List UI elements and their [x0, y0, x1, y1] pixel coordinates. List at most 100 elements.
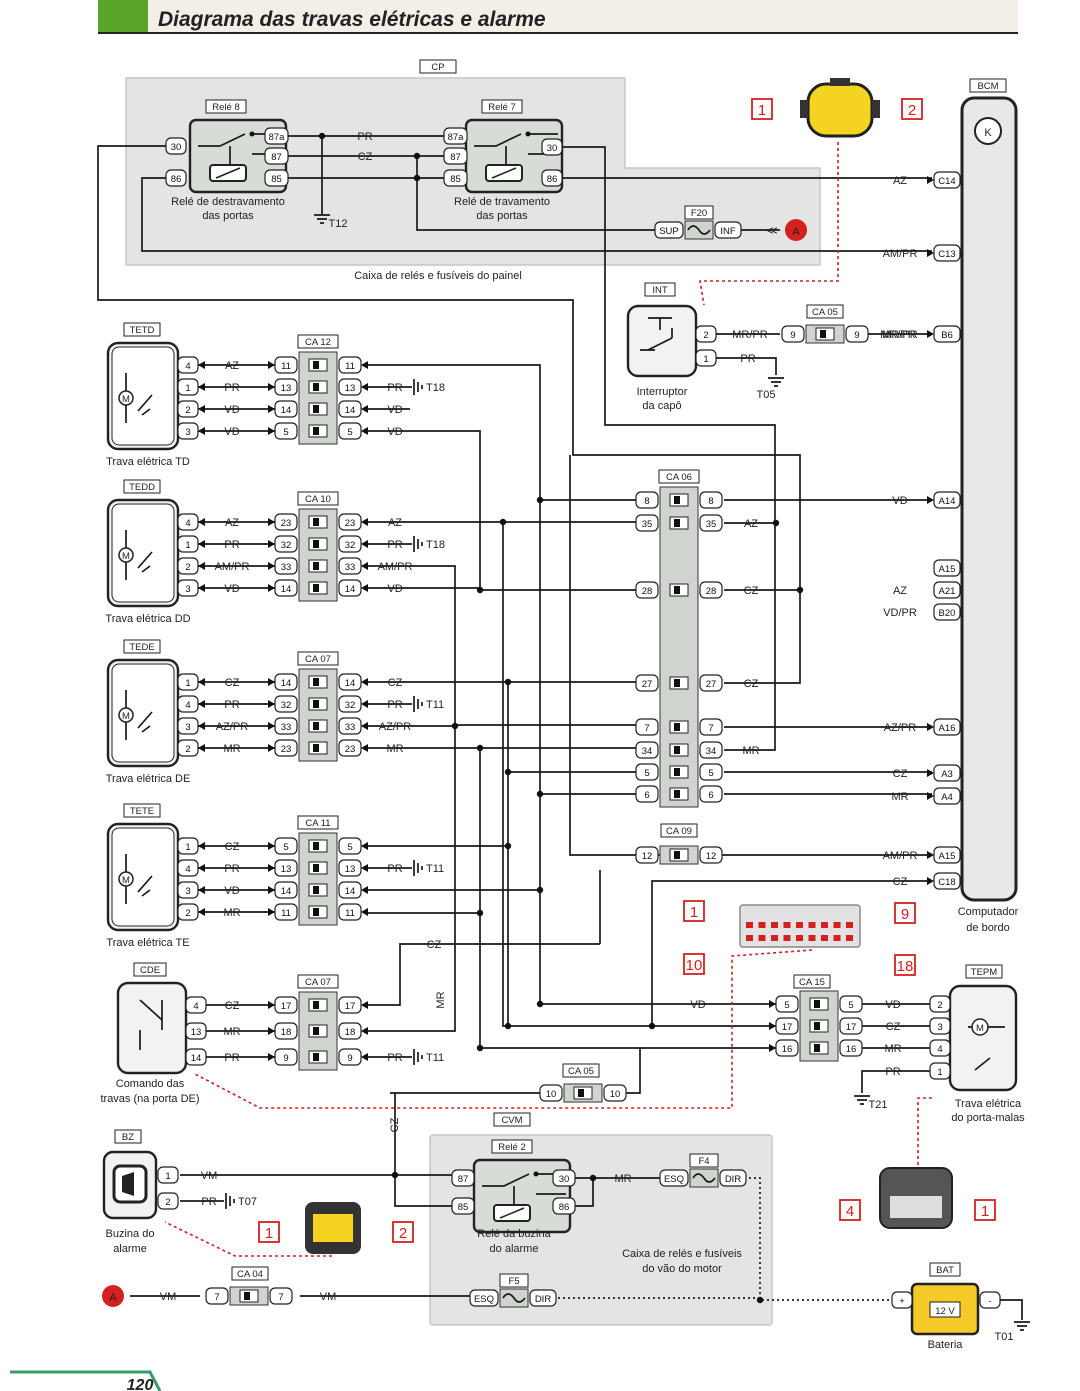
ca06-cell-mark-3 [674, 679, 680, 687]
ca06-right-5-box [699, 741, 723, 759]
ca05a-pin-right: 9 [854, 330, 859, 341]
door-tete-ca-tag: CA 11 [305, 818, 330, 829]
ca04-wire-right: VM [320, 1291, 337, 1303]
tepm-tag-box [965, 964, 1003, 979]
fuse-f5-left: ESQ [474, 1294, 494, 1305]
door-tede-pin-2: 3 [185, 722, 190, 733]
bat-pin-neg-box [979, 1291, 1001, 1309]
bat-pin-pos-box [891, 1291, 913, 1309]
ca06-left-1: 35 [642, 519, 653, 530]
connector-top-latch-l [800, 100, 808, 118]
ca06-left-6-box [635, 763, 659, 781]
door-tetd-ca-tag: CA 12 [305, 337, 331, 348]
door-tede-pin-1: 4 [185, 700, 190, 711]
cde-arrow-out-0 [361, 1001, 368, 1009]
door-tete-ca-right-3: 11 [345, 908, 355, 919]
door-tedd-ca-right-3: 14 [345, 584, 356, 595]
header-accent [98, 0, 148, 32]
ca06-cell-mark-1 [674, 519, 680, 527]
relay-8-tag: Relé 8 [212, 102, 239, 113]
bcm-pin-A15: A15 [939, 851, 956, 862]
bcm-pin-A4: A4 [941, 792, 953, 803]
door-tetd-pin-3: 3 [185, 427, 190, 438]
ca06-right-3: 27 [706, 679, 717, 690]
bz-tag-box [114, 1129, 142, 1144]
relay-2-pin-87: 87 [458, 1174, 469, 1185]
connector-top-image [806, 82, 874, 138]
relay-8-pin-85: 85 [271, 174, 282, 185]
ca09-pin-left: 12 [642, 851, 653, 862]
door-tetd-ca-right-3: 5 [347, 427, 352, 438]
relay-8-pin-87-box [264, 147, 289, 165]
fuse-f4-tag: F4 [698, 1156, 709, 1167]
cde-caption-1: Comando das [116, 1078, 185, 1090]
ca06-housing [659, 486, 699, 808]
tepm-wire-pr: PR [885, 1066, 900, 1078]
door-tede-out-label-0: CZ [388, 677, 403, 689]
cvm-caption-1: Caixa de relés e fusíveis [622, 1248, 742, 1260]
ca15-arrow-0 [769, 1000, 776, 1008]
bcm-tag-box [969, 78, 1007, 93]
ca09-pin-left-box [635, 846, 659, 864]
tepm-pin-0-box [929, 995, 951, 1013]
door-tede-motor-glyph: M [122, 711, 130, 722]
relay-2-coil-mark [499, 1207, 525, 1219]
door-tete-wire-label-2: VD [224, 885, 239, 897]
connector-mid-pin-bottom [808, 935, 816, 941]
tepm-pin-0: 2 [937, 1000, 942, 1011]
door-tetd-ca-cell-mark-3 [313, 427, 319, 435]
cde-switch [139, 999, 163, 1050]
connector-mid-pin-top [846, 922, 853, 928]
connector-mid-pin-top [758, 922, 766, 928]
bat-caption: Bateria [928, 1339, 964, 1351]
callout-top-2: 2 [908, 102, 916, 119]
cde-wire-label-1: MR [223, 1026, 240, 1038]
door-tetd-arrow-in-2 [268, 405, 275, 413]
ca05a-tag: CA 05 [812, 307, 838, 318]
cde-wire-mr: MR [435, 991, 447, 1008]
door-tede-ca-right-1: 32 [345, 700, 356, 711]
fuse-f4-element [692, 1173, 716, 1183]
cde-ca-cell-mark-0 [313, 1001, 319, 1009]
ground-t11a: T11 [426, 699, 444, 711]
bcm-arrow-11 [927, 877, 934, 885]
relay-7-pin-85-box [443, 169, 468, 187]
int-wire-1: PR [740, 353, 755, 365]
door-tedd-wire-label-2: AM/PR [215, 561, 250, 573]
door-tede-arrow-out-1 [361, 700, 368, 708]
connector-mid-pin-top [746, 922, 753, 928]
pointer-bz [164, 1221, 332, 1257]
callout-mid-9-box [894, 902, 916, 924]
door-tedd-arrow-out-0 [361, 518, 368, 526]
cde-ca-tag-box [297, 974, 339, 989]
junction-dot [589, 1174, 597, 1182]
door-tetd-ca-left-2: 14 [281, 405, 292, 416]
wire-label-pr-87a: PR [357, 131, 372, 143]
door-tedd-inner [111, 503, 175, 603]
relay-2-tag-box [491, 1139, 533, 1154]
door-tedd-ca-left-2: 33 [281, 562, 292, 573]
junction-dot [476, 909, 484, 917]
fuse-f4-right: DIR [725, 1174, 742, 1185]
ground-t18b-symbol [413, 536, 423, 552]
ca15-cell-mark-2 [814, 1044, 820, 1052]
ca15-tag: CA 15 [799, 977, 825, 988]
door-tetd-out-label-3: VD [387, 426, 402, 438]
bz-tag: BZ [122, 1132, 134, 1143]
door-tede-ca-left-2: 33 [281, 722, 292, 733]
door-tedd-wire-label-3: VD [224, 583, 239, 595]
ca06-cell-mark-0 [674, 496, 680, 504]
cvm-tag: CVM [501, 1115, 522, 1126]
ca06-wire-2: CZ [744, 585, 759, 597]
door-tedd-pin-1: 1 [185, 540, 190, 551]
door-tede-pin-3: 2 [185, 744, 190, 755]
ca15-wire-2: MR [884, 1043, 901, 1055]
ca06-right-4: 7 [708, 723, 713, 734]
ca15-arrow-2 [769, 1044, 776, 1052]
door-tede-ca-right-3: 23 [345, 744, 356, 755]
relay-2-contact [482, 1173, 566, 1204]
callout-mid-10-box [683, 953, 705, 975]
ca06-right-2-box [699, 581, 723, 599]
connector-mid-pin-top [783, 922, 791, 928]
tepm-switch [968, 1026, 1005, 1071]
